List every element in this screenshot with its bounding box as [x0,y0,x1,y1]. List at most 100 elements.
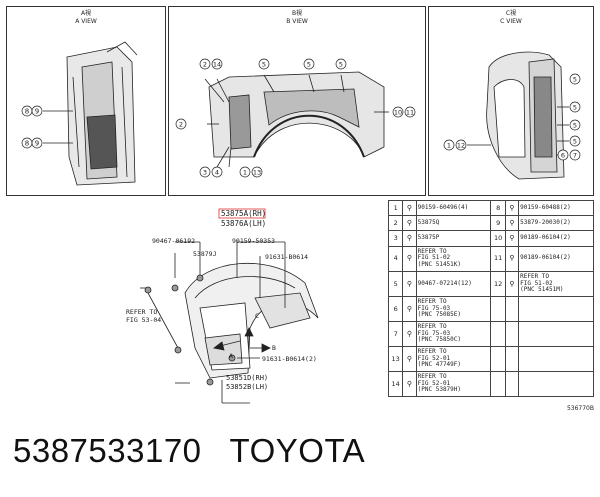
part-cell: REFER TO FIG 52-01 (PNC 53879H) [415,370,492,398]
part-cell: REFER TO FIG 52-01 (PNC 47749F) [415,345,492,372]
a-callout: 8 [25,108,29,116]
fastener-icon: ⚲ [402,245,417,272]
part-cell: 90159-60496(4) [415,199,492,217]
label-90467-06192: 90467-06192 [152,237,195,245]
label-90159-50353: 90159-50353 [232,237,275,245]
c-view-drawing: 5 5 5 5 1 12 6 7 [443,51,581,180]
c-view-panel: C視 C VIEW 5 5 5 5 1 12 6 7 [428,6,594,196]
a-view-title-en: A VIEW [75,18,97,25]
fastener-icon: ⚲ [504,270,520,297]
a-callout: 9 [35,108,39,116]
fastener-icon: ⚲ [504,245,520,272]
fastener-icon: ⚲ [504,230,520,247]
label-91631-b0614: 91631-B0614 [265,253,308,261]
fastener-icon: ⚲ [402,320,417,347]
c-view-title-jp: C視 [505,10,517,17]
fastener-icon: ⚲ [504,199,520,217]
part-cell [518,345,594,372]
ref-number-cell: 14 [387,370,404,398]
main-exploded-diagram: 53875A(RH) 53876A(LH) 90467-06192 90159-… [126,208,319,404]
b-callout: 10 [394,109,402,117]
part-cell: REFER TO FIG 75-03 (PNC 75850C) [415,320,492,347]
b-callout: 3 [203,169,207,177]
ref-number-cell: 11 [490,245,506,272]
ref-number-cell [490,295,506,322]
label-53851d: 53851D(RH) [226,374,268,382]
b-callout: 14 [213,61,221,69]
part-cell: 90189-06104(2) [518,245,594,272]
direction-label-b: B [272,344,276,352]
ref-number-cell: 10 [490,230,506,247]
part-cell: 53875P [415,230,492,247]
ref-number-cell: 2 [387,215,404,232]
main-part-number-lh: 53876A(LH) [221,219,266,228]
direction-label-c: C [255,312,259,320]
ref-number-cell: 3 [387,230,404,247]
fastener-icon [504,295,520,322]
ref-number-cell: 1 [387,199,404,217]
main-part-number-rh: 53875A(RH) [221,209,266,218]
b-view-drawing: 2 14 5 5 5 2 10 11 3 4 1 13 [175,58,416,178]
fastener-icon [504,345,520,372]
a-callout: 8 [25,140,29,148]
b-callout: 2 [179,121,183,129]
part-cell: 90189-06104(2) [518,230,594,247]
a-callout: 9 [35,140,39,148]
b-callout: 4 [215,169,219,177]
caption-part-number: 5387533170 [13,432,202,469]
main-part-highlight-box [218,208,266,219]
caption-brand: TOYOTA [229,432,366,469]
parts-reference-table: 1⚲90159-60496(4)8⚲90159-60488(2)2⚲53875Q… [387,199,594,398]
image-code: 536770B [566,405,594,412]
b-view-title-en: B VIEW [286,18,308,25]
b-view-panel: B視 B VIEW 2 14 5 [168,6,426,196]
ref-number-cell [490,345,506,372]
a-view-drawing: 8 9 8 9 [21,41,138,186]
label-refer-to: REFER TO [126,308,157,316]
part-cell: REFER TO FIG 51-02 (PNC 51451K) [415,245,492,272]
c-callout: 1 [447,142,451,150]
fastener-icon: ⚲ [402,270,417,297]
part-cell [518,320,594,347]
b-callout: 13 [253,169,261,177]
bottom-caption: 5387533170 TOYOTA [13,432,393,470]
part-cell: 53875Q [415,215,492,232]
b-callout: 1 [243,169,247,177]
table-row: 6⚲REFER TO FIG 75-03 (PNC 75085E) [387,295,594,322]
part-cell: REFER TO FIG 51-02 (PNC 51451M) [518,270,594,297]
fastener-icon: ⚲ [402,370,417,398]
fastener-icon [504,370,520,398]
b-callout: 5 [339,61,343,69]
fastener-icon: ⚲ [402,215,417,232]
ref-number-cell: 13 [387,345,404,372]
c-callout: 5 [573,104,577,112]
table-row: 7⚲REFER TO FIG 75-03 (PNC 75850C) [387,320,594,347]
c-callout: 7 [573,152,577,160]
b-view-title-jp: B視 [291,10,303,17]
b-callout: 11 [406,109,414,117]
table-row: 14⚲REFER TO FIG 52-01 (PNC 53879H) [387,370,594,398]
table-row: 4⚲REFER TO FIG 51-02 (PNC 51451K)11⚲9018… [387,245,594,272]
ref-number-cell: 7 [387,320,404,347]
c-callout: 6 [561,152,565,160]
part-cell: 90159-60488(2) [518,199,594,217]
ref-number-cell: 4 [387,245,404,272]
part-cell: 90467-07214(12) [415,270,492,297]
part-cell: REFER TO FIG 75-03 (PNC 75085E) [415,295,492,322]
b-callout: 2 [203,61,207,69]
ref-number-cell [490,370,506,398]
fastener-icon: ⚲ [402,230,417,247]
c-callout: 5 [573,122,577,130]
fastener-icon: ⚲ [402,295,417,322]
table-row: 5⚲90467-07214(12)12⚲REFER TO FIG 51-02 (… [387,270,594,297]
ref-number-cell: 5 [387,270,404,297]
ref-number-cell: 8 [490,199,506,217]
label-53852b: 53852B(LH) [226,383,268,391]
table-row: 13⚲REFER TO FIG 52-01 (PNC 47749F) [387,345,594,372]
part-cell [518,370,594,398]
ref-number-cell: 9 [490,215,506,232]
fastener-icon: ⚲ [402,345,417,372]
c-view-title-en: C VIEW [500,18,522,25]
c-callout: 12 [457,142,465,150]
